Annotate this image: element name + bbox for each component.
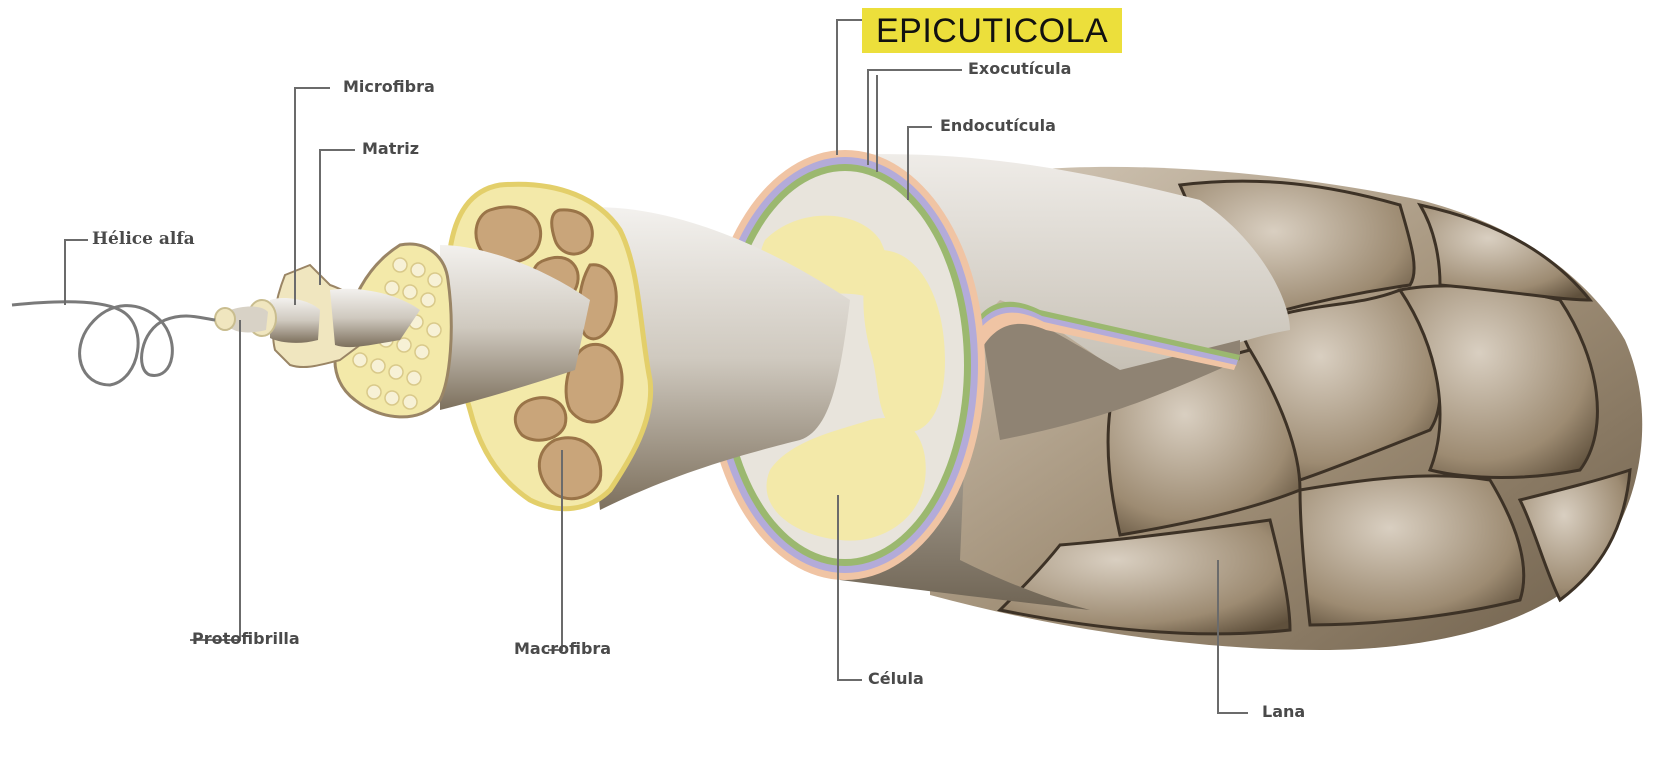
label-exocuticle: Exocutícula bbox=[968, 59, 1071, 78]
label-epicuticle-highlight: EPICUTICOLA bbox=[862, 8, 1122, 53]
label-alpha-helix: Hélice alfa bbox=[92, 229, 195, 249]
label-wool: Lana bbox=[1262, 702, 1305, 721]
label-macrofiber: Macrofibra bbox=[514, 639, 611, 658]
label-cell: Célula bbox=[868, 669, 924, 688]
alpha-helix-coil bbox=[12, 302, 215, 385]
label-microfiber: Microfibra bbox=[343, 77, 435, 96]
label-matrix: Matriz bbox=[362, 139, 419, 158]
label-protofibril: Protofibrilla bbox=[192, 629, 300, 648]
label-endocuticle: Endocutícula bbox=[940, 116, 1056, 135]
